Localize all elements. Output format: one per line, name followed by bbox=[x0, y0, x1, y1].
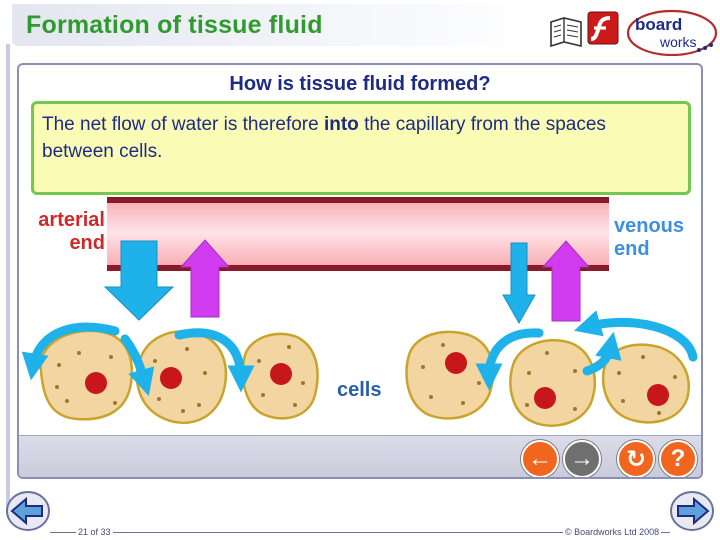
page-counter: 21 of 33 bbox=[76, 527, 113, 537]
info-box: The net flow of water is therefore into … bbox=[31, 101, 691, 195]
left-rule bbox=[6, 44, 10, 514]
cell bbox=[241, 332, 319, 420]
capillary bbox=[107, 197, 609, 271]
slide-header: Formation of tissue fluid board works bbox=[0, 0, 720, 56]
arrow-right-icon: → bbox=[570, 445, 594, 472]
footer-rule bbox=[50, 532, 670, 533]
back-button[interactable]: ← bbox=[521, 440, 559, 477]
brand-board: board bbox=[635, 15, 682, 34]
curve-arrow-3 bbox=[174, 328, 255, 393]
main-panel: How is tissue fluid formed? The net flow… bbox=[17, 63, 703, 479]
book-icon[interactable] bbox=[550, 17, 582, 48]
panel-heading: How is tissue fluid formed? bbox=[229, 73, 491, 95]
slide-title: Formation of tissue fluid bbox=[26, 11, 323, 39]
cell bbox=[135, 330, 228, 424]
cell bbox=[405, 330, 495, 420]
venous-end-label: venous end bbox=[614, 215, 684, 261]
info-text: The net flow of water is therefore into … bbox=[42, 111, 680, 165]
replay-icon: ↻ bbox=[625, 445, 647, 473]
help-icon: ? bbox=[670, 445, 686, 472]
curve-arrow-5 bbox=[582, 331, 622, 376]
arterial-line2: end bbox=[69, 232, 105, 254]
diagram bbox=[21, 197, 698, 427]
water-out-arrow-arterial bbox=[103, 240, 175, 321]
copyright: © Boardworks Ltd 2008 bbox=[563, 527, 662, 537]
previous-slide-button[interactable] bbox=[4, 489, 52, 533]
arterial-end-label: arterial end bbox=[27, 209, 105, 255]
curve-arrow-2 bbox=[120, 334, 155, 396]
next-slide-button[interactable] bbox=[668, 489, 716, 533]
boardworks-logo: board works bbox=[626, 9, 718, 56]
header-icons: board works bbox=[550, 9, 718, 56]
next-arrow-icon bbox=[677, 496, 710, 526]
curve-arrow-6 bbox=[574, 310, 698, 362]
arterial-line1: arterial bbox=[38, 209, 105, 231]
venous-line2: end bbox=[614, 238, 650, 260]
curve-arrow-1 bbox=[21, 322, 120, 381]
title-bar bbox=[12, 4, 542, 46]
flow-arrows bbox=[21, 310, 698, 396]
venous-line1: venous bbox=[614, 215, 685, 237]
previous-arrow-icon bbox=[10, 496, 43, 526]
help-button[interactable]: ? bbox=[659, 440, 697, 477]
protein-in-arrow-arterial bbox=[179, 239, 231, 318]
cell bbox=[509, 338, 596, 427]
arrow-left-icon: ← bbox=[528, 445, 552, 472]
replay-button[interactable]: ↻ bbox=[617, 440, 655, 477]
flash-icon[interactable] bbox=[587, 11, 619, 45]
info-text-start: The net flow of water is therefore bbox=[42, 114, 324, 135]
info-text-end: the capillary from the spaces between ce… bbox=[42, 114, 606, 162]
brand-works: works bbox=[659, 34, 697, 50]
cell bbox=[39, 329, 134, 421]
nav-bar: ← → ↻ ? bbox=[19, 435, 701, 477]
water-in-arrow-venous bbox=[502, 242, 536, 325]
cells-label: cells bbox=[337, 379, 382, 401]
info-text-bold: into bbox=[323, 114, 359, 135]
forward-button[interactable]: → bbox=[563, 440, 601, 477]
curve-arrow-4 bbox=[475, 328, 544, 391]
cell bbox=[601, 343, 690, 424]
